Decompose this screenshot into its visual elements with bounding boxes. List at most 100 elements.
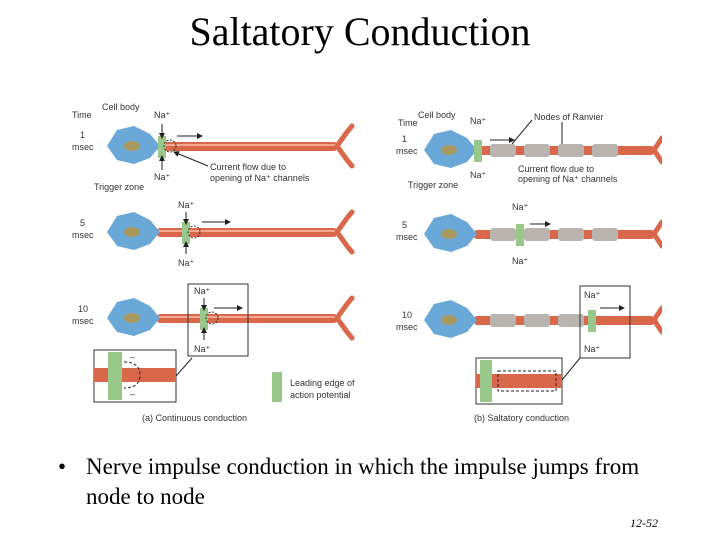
right-row3-myelin-1 bbox=[490, 314, 516, 327]
left-row1-axon-highlight bbox=[157, 144, 337, 146]
conduction-diagram: Time Cell body Na⁺ 1 msec Na⁺ Current fl… bbox=[72, 102, 662, 423]
right-row2-na-top: Na⁺ bbox=[512, 202, 529, 212]
right-row-2: 5 msec bbox=[396, 214, 662, 252]
left-row1-terminal bbox=[334, 123, 355, 169]
right-row-1: 1 msec bbox=[396, 130, 662, 168]
left-row2-leading-edge bbox=[182, 222, 190, 244]
left-na-label-top: Na⁺ bbox=[154, 110, 171, 120]
left-row3-na-top: Na⁺ bbox=[194, 286, 211, 296]
right-row3-unit: msec bbox=[396, 322, 418, 332]
left-inset-connector bbox=[175, 357, 193, 377]
left-row2-nucleus bbox=[124, 227, 140, 237]
left-row3-axon-highlight bbox=[157, 316, 337, 318]
right-row2-nucleus bbox=[441, 229, 457, 239]
right-row2-myelin-2 bbox=[524, 228, 550, 241]
left-row1-current-loop bbox=[163, 139, 177, 153]
left-inset-current-loop bbox=[123, 361, 141, 389]
right-row3-terminal bbox=[651, 305, 662, 335]
right-inset-current-loop bbox=[497, 370, 557, 392]
legend: Leading edge of action potential bbox=[272, 372, 355, 402]
left-time-header: Time bbox=[72, 110, 92, 120]
left-row2-na-bottom: Na⁺ bbox=[178, 258, 195, 268]
right-row1-nucleus bbox=[441, 145, 457, 155]
right-na-label-bottom: Na⁺ bbox=[470, 170, 487, 180]
right-row-3: 10 msec bbox=[396, 285, 662, 359]
left-na-label-bottom: Na⁺ bbox=[154, 172, 171, 182]
right-row2-myelin-1 bbox=[490, 228, 516, 241]
bullet-text: Nerve impulse conduction in which the im… bbox=[86, 454, 640, 509]
left-current-flow-2: opening of Na⁺ channels bbox=[210, 173, 310, 183]
right-panel: Time Cell body Na⁺ Nodes of Ranvier 1 ms… bbox=[396, 110, 662, 423]
right-inset-leading-edge bbox=[480, 360, 492, 402]
right-row3-na-top: Na⁺ bbox=[584, 290, 601, 300]
left-row2-unit: msec bbox=[72, 230, 94, 240]
left-row2-current-loop bbox=[187, 225, 201, 239]
left-row3-current-loop bbox=[205, 311, 219, 325]
right-row3-nucleus bbox=[441, 315, 457, 325]
bullet-symbol: • bbox=[58, 454, 67, 479]
right-row3-callout-box bbox=[579, 285, 631, 359]
legend-line-1: Leading edge of bbox=[290, 378, 355, 388]
left-row1-num: 1 bbox=[80, 130, 85, 140]
right-current-flow-2: opening of Na⁺ channels bbox=[518, 174, 618, 184]
right-row2-leading-edge bbox=[516, 224, 524, 246]
left-inset-axon bbox=[94, 368, 176, 382]
page-number: 12-52 bbox=[630, 516, 658, 530]
left-trigger-zone: Trigger zone bbox=[94, 182, 144, 192]
right-row1-myelin-1 bbox=[490, 144, 516, 157]
right-row2-na-bottom: Na⁺ bbox=[512, 256, 529, 266]
right-row3-num: 10 bbox=[402, 310, 412, 320]
right-row1-myelin-4 bbox=[592, 144, 618, 157]
slide-title: Saltatory Conduction bbox=[189, 9, 531, 54]
left-row3-na-bottom: Na⁺ bbox=[194, 344, 211, 354]
legend-line-2: action potential bbox=[290, 390, 351, 400]
left-row-3: 10 msec bbox=[72, 283, 355, 357]
right-row1-myelin-3 bbox=[558, 144, 584, 157]
right-row1-leading-edge bbox=[474, 140, 482, 162]
right-nodes-pointer-1 bbox=[511, 119, 533, 145]
left-current-flow-pointer bbox=[173, 151, 209, 167]
right-row3-leading-edge bbox=[588, 310, 596, 332]
right-row1-unit: msec bbox=[396, 146, 418, 156]
left-cell-body-label: Cell body bbox=[102, 102, 140, 112]
left-row3-terminal bbox=[334, 295, 355, 341]
left-current-flow-1: Current flow due to bbox=[210, 162, 286, 172]
left-row1-nucleus bbox=[124, 141, 140, 151]
right-row2-terminal bbox=[651, 219, 662, 249]
left-row-1: 1 msec bbox=[72, 123, 355, 170]
legend-swatch bbox=[272, 372, 282, 402]
right-row2-unit: msec bbox=[396, 232, 418, 242]
right-na-label-top: Na⁺ bbox=[470, 116, 487, 126]
left-row3-num: 10 bbox=[78, 304, 88, 314]
left-caption: (a) Continuous conduction bbox=[142, 413, 247, 423]
left-row2-terminal bbox=[334, 209, 355, 255]
right-row2-myelin-3 bbox=[558, 228, 584, 241]
right-caption: (b) Saltatory conduction bbox=[474, 413, 569, 423]
left-panel: Time Cell body Na⁺ 1 msec Na⁺ Current fl… bbox=[72, 102, 355, 423]
left-inset-leading-edge bbox=[108, 352, 122, 400]
right-row2-num: 5 bbox=[402, 220, 407, 230]
right-current-flow-1: Current flow due to bbox=[518, 164, 594, 174]
right-row3-myelin-2 bbox=[524, 314, 550, 327]
left-row-2: 5 msec bbox=[72, 209, 355, 255]
left-row3-axon bbox=[157, 314, 337, 323]
right-row1-terminal bbox=[651, 135, 662, 165]
right-row3-na-bottom: Na⁺ bbox=[584, 344, 601, 354]
left-row1-axon bbox=[157, 142, 337, 151]
left-row3-callout-box bbox=[187, 283, 249, 357]
right-cell-body-label: Cell body bbox=[418, 110, 456, 120]
left-row2-num: 5 bbox=[80, 218, 85, 228]
left-row2-axon-highlight bbox=[157, 230, 337, 232]
left-row3-nucleus bbox=[124, 313, 140, 323]
left-row2-na-top: Na⁺ bbox=[178, 200, 195, 210]
left-inset-minus-top: – bbox=[130, 352, 135, 362]
right-row1-myelin-2 bbox=[524, 144, 550, 157]
right-inset-connector bbox=[561, 357, 581, 381]
left-inset: – – bbox=[93, 349, 193, 403]
left-row1-unit: msec bbox=[72, 142, 94, 152]
right-inset bbox=[475, 357, 581, 405]
right-row2-myelin-4 bbox=[592, 228, 618, 241]
right-nodes-of-ranvier: Nodes of Ranvier bbox=[534, 112, 604, 122]
saltatory-conduction-figure: Time Cell body Na⁺ 1 msec Na⁺ Current fl… bbox=[62, 100, 662, 430]
left-row3-leading-edge bbox=[200, 308, 208, 330]
